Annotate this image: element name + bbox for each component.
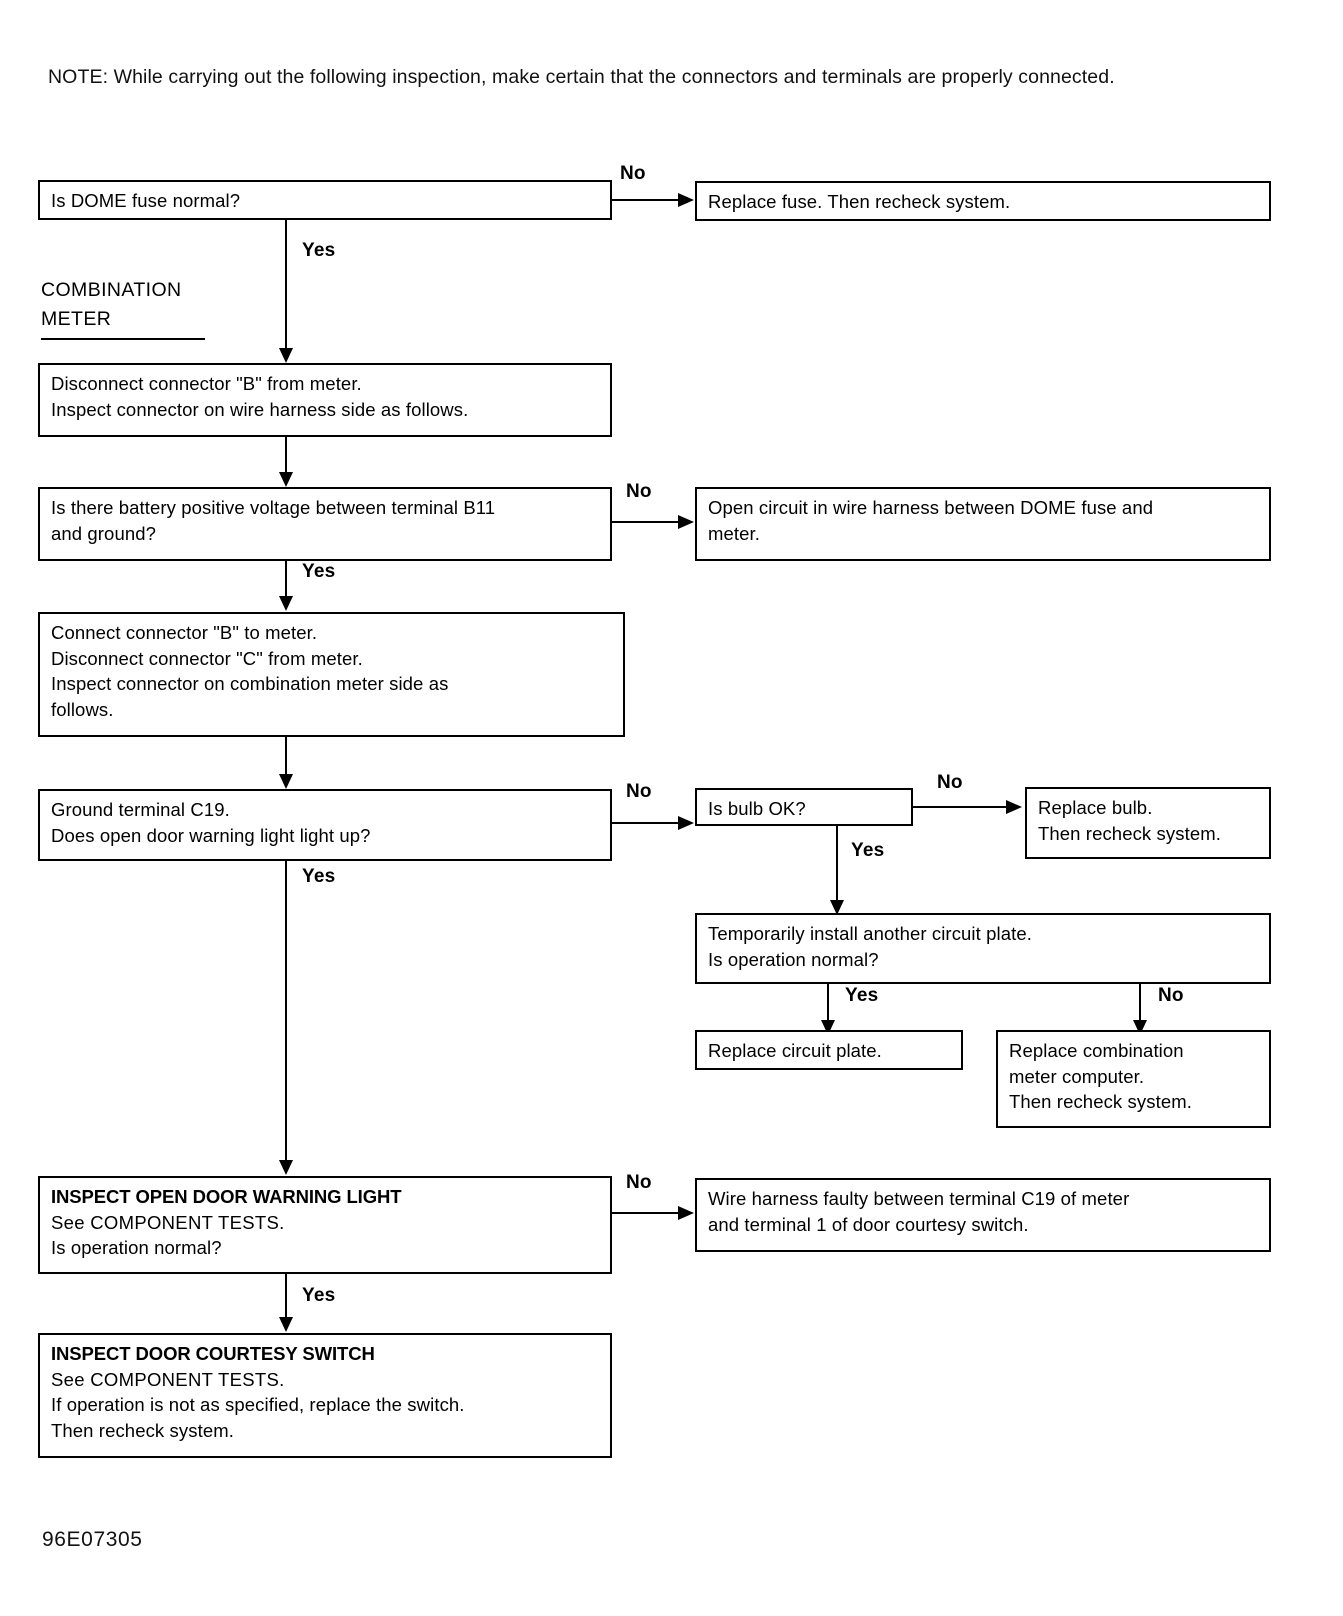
box-line: and ground? <box>51 522 156 544</box>
arrowhead-voltage-no <box>678 515 694 529</box>
box-line: meter computer. <box>1009 1065 1145 1087</box>
connector-inspect-no <box>612 1212 680 1214</box>
edge-label-no-6: No <box>626 1172 652 1193</box>
edge-label-yes-3: Yes <box>851 840 885 861</box>
arrowhead-voltage-yes <box>279 596 293 611</box>
box-line: If operation is not as specified, replac… <box>51 1394 465 1415</box>
edge-label-yes-6: Yes <box>302 1285 336 1306</box>
connector-temp-no <box>1139 984 1141 1026</box>
arrowhead-ground-no <box>678 816 694 830</box>
box-line: Wire harness faulty between terminal C19… <box>708 1188 1130 1209</box>
box-line: Disconnect connector "B" from meter. <box>51 373 362 394</box>
box-line: Replace combination <box>1009 1040 1184 1061</box>
box-line: Then recheck system. <box>1038 822 1221 844</box>
connector-c-to-ground <box>285 737 287 780</box>
section-heading-line2: METER <box>41 308 112 330</box>
box-line: Replace bulb. <box>1038 797 1153 818</box>
edge-label-no-3: No <box>626 781 652 802</box>
box-temp-circuit-plate: Temporarily install another circuit plat… <box>695 913 1271 984</box>
box-inspect-open-door-warning-light: INSPECT OPEN DOOR WARNING LIGHT See COMP… <box>38 1176 612 1274</box>
box-line: Then recheck system. <box>1009 1091 1192 1112</box>
box-line: meter. <box>708 522 761 544</box>
edge-label-no-4: No <box>937 772 963 793</box>
box-line-title: INSPECT DOOR COURTESY SWITCH <box>51 1343 375 1364</box>
connector-dome-yes <box>285 220 287 351</box>
footer-document-code: 96E07305 <box>42 1528 143 1551</box>
box-line: Is DOME fuse normal? <box>51 190 241 211</box>
box-line: Then recheck system. <box>51 1419 234 1441</box>
box-disconnect-connector-b: Disconnect connector "B" from meter. Ins… <box>38 363 612 437</box>
connector-ground-yes <box>285 861 287 1166</box>
box-line: Open circuit in wire harness between DOM… <box>708 497 1154 518</box>
box-line: Is operation normal? <box>51 1237 222 1258</box>
arrowhead-c-to-ground <box>279 774 293 789</box>
connector-bulb-yes <box>836 826 838 906</box>
box-line: Disconnect connector "C" from meter. <box>51 647 363 669</box>
box-line-title: INSPECT OPEN DOOR WARNING LIGHT <box>51 1186 402 1207</box>
connector-ground-no <box>612 822 680 824</box>
box-line: Ground terminal C19. <box>51 799 230 820</box>
box-ground-terminal-c19: Ground terminal C19. Does open door warn… <box>38 789 612 861</box>
box-line: Does open door warning light light up? <box>51 824 371 846</box>
edge-label-no-1: No <box>620 163 646 184</box>
box-line: Temporarily install another circuit plat… <box>708 923 1032 944</box>
box-battery-voltage-b11: Is there battery positive voltage betwee… <box>38 487 612 561</box>
box-dome-fuse: Is DOME fuse normal? <box>38 180 612 220</box>
box-inspect-door-courtesy-switch: INSPECT DOOR COURTESY SWITCH See COMPONE… <box>38 1333 612 1458</box>
connector-bulb-no <box>913 806 1008 808</box>
arrowhead-bulb-yes <box>830 900 844 915</box>
connector-voltage-yes <box>285 561 287 602</box>
box-line: follows. <box>51 698 114 720</box>
section-heading-combination-meter: COMBINATION METER <box>41 276 205 340</box>
box-line: Replace circuit plate. <box>708 1040 882 1061</box>
note-text: NOTE: While carrying out the following i… <box>48 66 1115 88</box>
section-heading-line1: COMBINATION <box>41 279 182 301</box>
box-line: See COMPONENT TESTS. <box>51 1368 285 1390</box>
arrowhead-b-to-voltage <box>279 472 293 487</box>
box-open-circuit: Open circuit in wire harness between DOM… <box>695 487 1271 561</box>
box-line: Replace fuse. Then recheck system. <box>708 191 1011 212</box>
box-line: Inspect connector on wire harness side a… <box>51 398 469 420</box>
box-line: Is there battery positive voltage betwee… <box>51 497 496 518</box>
arrowhead-dome-yes <box>279 348 293 363</box>
connector-voltage-no <box>612 521 680 523</box>
box-line: Connect connector "B" to meter. <box>51 622 318 643</box>
edge-label-yes-2: Yes <box>302 561 336 582</box>
box-line: See COMPONENT TESTS. <box>51 1211 285 1233</box>
connector-inspect-yes <box>285 1274 287 1323</box>
box-line: and terminal 1 of door courtesy switch. <box>708 1213 1029 1235</box>
edge-label-yes-4: Yes <box>845 985 879 1006</box>
arrowhead-ground-yes <box>279 1160 293 1175</box>
arrowhead-inspect-yes <box>279 1317 293 1332</box>
arrowhead-bulb-no <box>1006 800 1022 814</box>
box-replace-fuse: Replace fuse. Then recheck system. <box>695 181 1271 221</box>
box-connect-b-disconnect-c: Connect connector "B" to meter. Disconne… <box>38 612 625 737</box>
box-line: Inspect connector on combination meter s… <box>51 673 449 694</box>
box-replace-circuit-plate: Replace circuit plate. <box>695 1030 963 1070</box>
connector-dome-no <box>612 199 680 201</box>
arrowhead-inspect-no <box>678 1206 694 1220</box>
box-replace-bulb: Replace bulb. Then recheck system. <box>1025 787 1271 859</box>
arrowhead-dome-no <box>678 193 694 207</box>
box-line: Is bulb OK? <box>708 798 806 819</box>
edge-label-yes-5: Yes <box>302 866 336 887</box>
section-heading-underline <box>41 338 205 340</box>
edge-label-no-2: No <box>626 481 652 502</box>
edge-label-no-5: No <box>1158 985 1184 1006</box>
box-replace-meter-computer: Replace combination meter computer. Then… <box>996 1030 1271 1128</box>
box-line: Is operation normal? <box>708 948 879 970</box>
box-is-bulb-ok: Is bulb OK? <box>695 788 913 826</box>
edge-label-yes-1: Yes <box>302 240 336 261</box>
connector-temp-yes <box>827 984 829 1026</box>
connector-b-to-voltage <box>285 437 287 478</box>
box-wire-harness-faulty: Wire harness faulty between terminal C19… <box>695 1178 1271 1252</box>
